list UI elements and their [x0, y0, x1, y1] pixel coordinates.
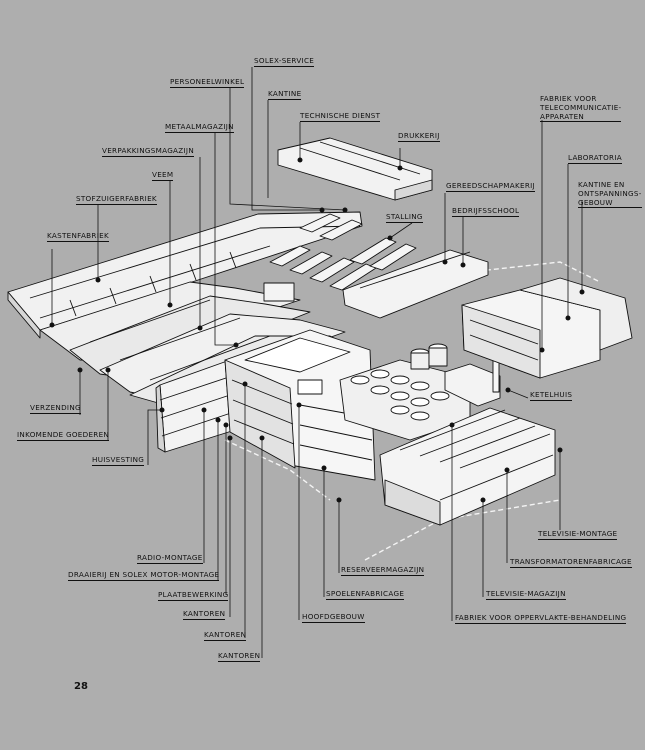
label-draaierij-solex-motor-montage: DRAAIERIJ EN SOLEX MOTOR-MONTAGE [68, 570, 220, 581]
label-huisvesting: HUISVESTING [92, 455, 145, 466]
label-kantoren-2: KANTOREN [204, 630, 247, 641]
main-building [224, 329, 376, 481]
label-hoofdgebouw: HOOFDGEBOUW [302, 612, 365, 623]
boiler-house [410, 299, 501, 407]
label-fabriek-telecom: FABRIEK VOOR TELECOMMUNICATIE- APPARATEN [540, 94, 622, 123]
label-stalling: STALLING [386, 212, 423, 223]
label-plaatbewerking: PLAATBEWERKING [158, 590, 229, 601]
label-kantine-ontspanning-line-1: KANTINE EN [578, 180, 625, 189]
label-bedrijfsschool: BEDRIJFSSCHOOL [452, 206, 520, 217]
label-fabriek-telecom-line-1: FABRIEK VOOR [540, 94, 597, 103]
television-halls [379, 407, 556, 526]
label-veem: VEEM [152, 170, 174, 181]
label-verzending: VERZENDING [30, 403, 81, 414]
label-personeelwinkel: PERSONEELWINKEL [170, 77, 245, 88]
label-kantine-ontspanning-line-3: GEBOUW [578, 198, 642, 208]
warehouse-halls [39, 281, 359, 413]
leader-lines [51, 67, 583, 658]
label-fabriek-telecom-line-2: TELECOMMUNICATIE- [540, 103, 622, 112]
label-solex-service: SOLEX-SERVICE [254, 56, 315, 67]
label-kantoren-3: KANTOREN [218, 651, 261, 662]
label-drukkerij: DRUKKERIJ [398, 131, 440, 142]
label-televisie-montage: TELEVISIE-MONTAGE [538, 529, 618, 540]
office-wings [155, 359, 236, 453]
label-kantoren-1: KANTOREN [183, 609, 226, 620]
label-fabriek-oppervlakte-behandeling: FABRIEK VOOR OPPERVLAKTE-BEHANDELING [455, 613, 627, 624]
technical-service-block [277, 137, 433, 201]
saw-tooth-hall [7, 211, 363, 339]
label-televisie-magazijn: TELEVISIE-MAGAZIJN [486, 589, 566, 600]
bicycle-sheds [269, 213, 417, 291]
label-gereedschapmakerij: GEREEDSCHAPMAKERIJ [446, 181, 535, 192]
label-technische-dienst: TECHNISCHE DIENST [300, 111, 381, 122]
label-kantine-ontspanning: KANTINE EN ONTSPANNINGS- GEBOUW [578, 180, 642, 209]
label-metaalmagazijn: METAALMAGAZIJN [165, 122, 234, 133]
label-spoelenfabricage: SPOELENFABRICAGE [326, 589, 405, 600]
leader-dots [49, 157, 585, 503]
label-fabriek-telecom-line-3: APPARATEN [540, 112, 622, 122]
label-stofzuigerfabriek: STOFZUIGERFABRIEK [76, 194, 157, 205]
small-shed [263, 282, 295, 302]
label-laboratoria: LABORATORIA [568, 153, 622, 164]
label-ketelhuis: KETELHUIS [530, 390, 573, 401]
telecom-factory [461, 277, 633, 379]
label-inkomende-goederen: INKOMENDE GOEDEREN [17, 430, 110, 441]
label-reserveermagazijn: RESERVEERMAGAZIJN [341, 565, 425, 576]
page-number: 28 [74, 681, 88, 692]
label-kantine: KANTINE [268, 89, 302, 100]
label-verpakkingsmagazijn: VERPAKKINGSMAGAZIJN [102, 146, 195, 157]
label-transformatorenfabricage: TRANSFORMATORENFABRICAGE [510, 557, 632, 568]
tool-shop-block [342, 249, 489, 319]
label-radio-montage: RADIO-MONTAGE [137, 553, 203, 564]
tank-hall [339, 359, 471, 441]
label-kantine-ontspanning-line-2: ONTSPANNINGS- [578, 189, 642, 198]
label-kastenfabriek: KASTENFABRIEK [47, 231, 109, 242]
